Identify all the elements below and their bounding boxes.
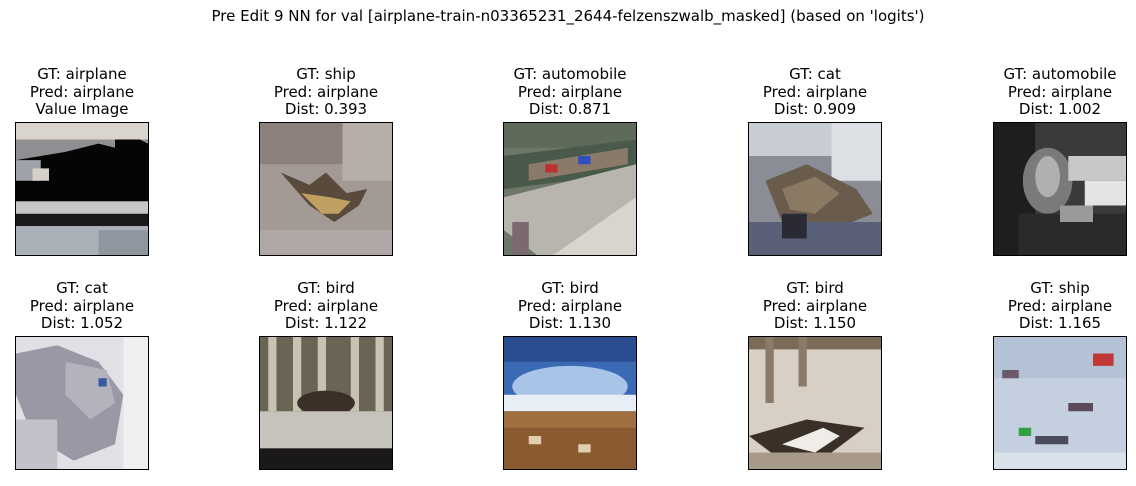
dist-label: Dist: 0.871 xyxy=(528,100,612,118)
gt-label: GT: bird xyxy=(297,279,355,297)
pred-label: Pred: airplane xyxy=(517,296,623,315)
dist-label: Dist: 0.393 xyxy=(284,100,368,118)
gt-label: GT: cat xyxy=(56,279,108,297)
query-thumbnail xyxy=(15,122,149,256)
panel-caption: GT: bird Pred: airplane Dist: 1.122 xyxy=(226,279,426,333)
panel-caption: GT: bird Pred: airplane Dist: 1.130 xyxy=(470,279,670,333)
dist-label: Dist: 1.002 xyxy=(1018,100,1102,118)
pred-label: Pred: airplane xyxy=(762,296,868,315)
pred-label: Pred: airplane xyxy=(273,296,379,315)
neighbor-thumbnail xyxy=(748,122,882,256)
gt-label: GT: bird xyxy=(541,279,599,297)
neighbor-thumbnail xyxy=(993,336,1127,470)
neighbor-thumbnail xyxy=(259,122,393,256)
pred-label: Pred: airplane xyxy=(29,82,135,101)
pred-label: Pred: airplane xyxy=(273,82,379,101)
dist-label: Dist: 1.150 xyxy=(773,314,857,332)
neighbor-thumbnail xyxy=(15,336,149,470)
panel-caption: GT: airplane Pred: airplane Value Image xyxy=(0,65,182,119)
panel-caption: GT: bird Pred: airplane Dist: 1.150 xyxy=(715,279,915,333)
neighbor-thumbnail xyxy=(503,336,637,470)
panel-caption: GT: cat Pred: airplane Dist: 1.052 xyxy=(0,279,182,333)
gt-label: GT: bird xyxy=(786,279,844,297)
dist-label: Dist: 1.122 xyxy=(284,314,368,332)
dist-label: Dist: 1.130 xyxy=(528,314,612,332)
panel-caption: GT: ship Pred: airplane Dist: 0.393 xyxy=(226,65,426,119)
neighbor-thumbnail xyxy=(503,122,637,256)
gt-label: GT: airplane xyxy=(37,65,127,83)
panel-caption: GT: automobile Pred: airplane Dist: 1.00… xyxy=(960,65,1136,119)
pred-label: Pred: airplane xyxy=(29,296,135,315)
dist-label: Dist: 1.052 xyxy=(40,314,124,332)
gt-label: GT: ship xyxy=(296,65,356,83)
neighbor-thumbnail xyxy=(748,336,882,470)
dist-label: Dist: 1.165 xyxy=(1018,314,1102,332)
gt-label: GT: ship xyxy=(1030,279,1090,297)
figure-title: Pre Edit 9 NN for val [airplane-train-n0… xyxy=(211,7,925,25)
pred-label: Pred: airplane xyxy=(517,82,623,101)
neighbor-thumbnail xyxy=(993,122,1127,256)
pred-label: Pred: airplane xyxy=(1007,296,1113,315)
pred-label: Pred: airplane xyxy=(762,82,868,101)
gt-label: GT: automobile xyxy=(1003,65,1117,83)
gt-label: GT: cat xyxy=(789,65,841,83)
panel-caption: GT: automobile Pred: airplane Dist: 0.87… xyxy=(470,65,670,119)
pred-label: Pred: airplane xyxy=(1007,82,1113,101)
value-image-label: Value Image xyxy=(35,100,129,118)
panel-caption: GT: ship Pred: airplane Dist: 1.165 xyxy=(960,279,1136,333)
dist-label: Dist: 0.909 xyxy=(773,100,857,118)
gt-label: GT: automobile xyxy=(513,65,627,83)
panel-caption: GT: cat Pred: airplane Dist: 0.909 xyxy=(715,65,915,119)
neighbor-thumbnail xyxy=(259,336,393,470)
